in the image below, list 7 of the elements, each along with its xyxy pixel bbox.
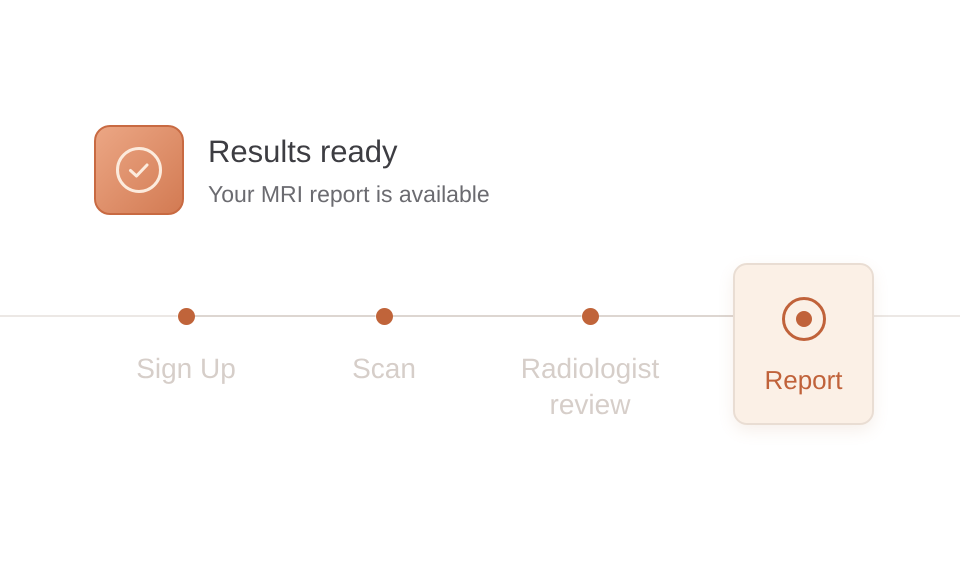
timeline-line — [598, 315, 733, 317]
timeline-line — [194, 315, 376, 317]
step-label: Report — [764, 364, 843, 397]
notification-title: Results ready — [208, 133, 398, 171]
notification-subtitle: Your MRI report is available — [208, 180, 490, 209]
step-card — [733, 263, 874, 425]
timeline-line — [392, 315, 582, 317]
